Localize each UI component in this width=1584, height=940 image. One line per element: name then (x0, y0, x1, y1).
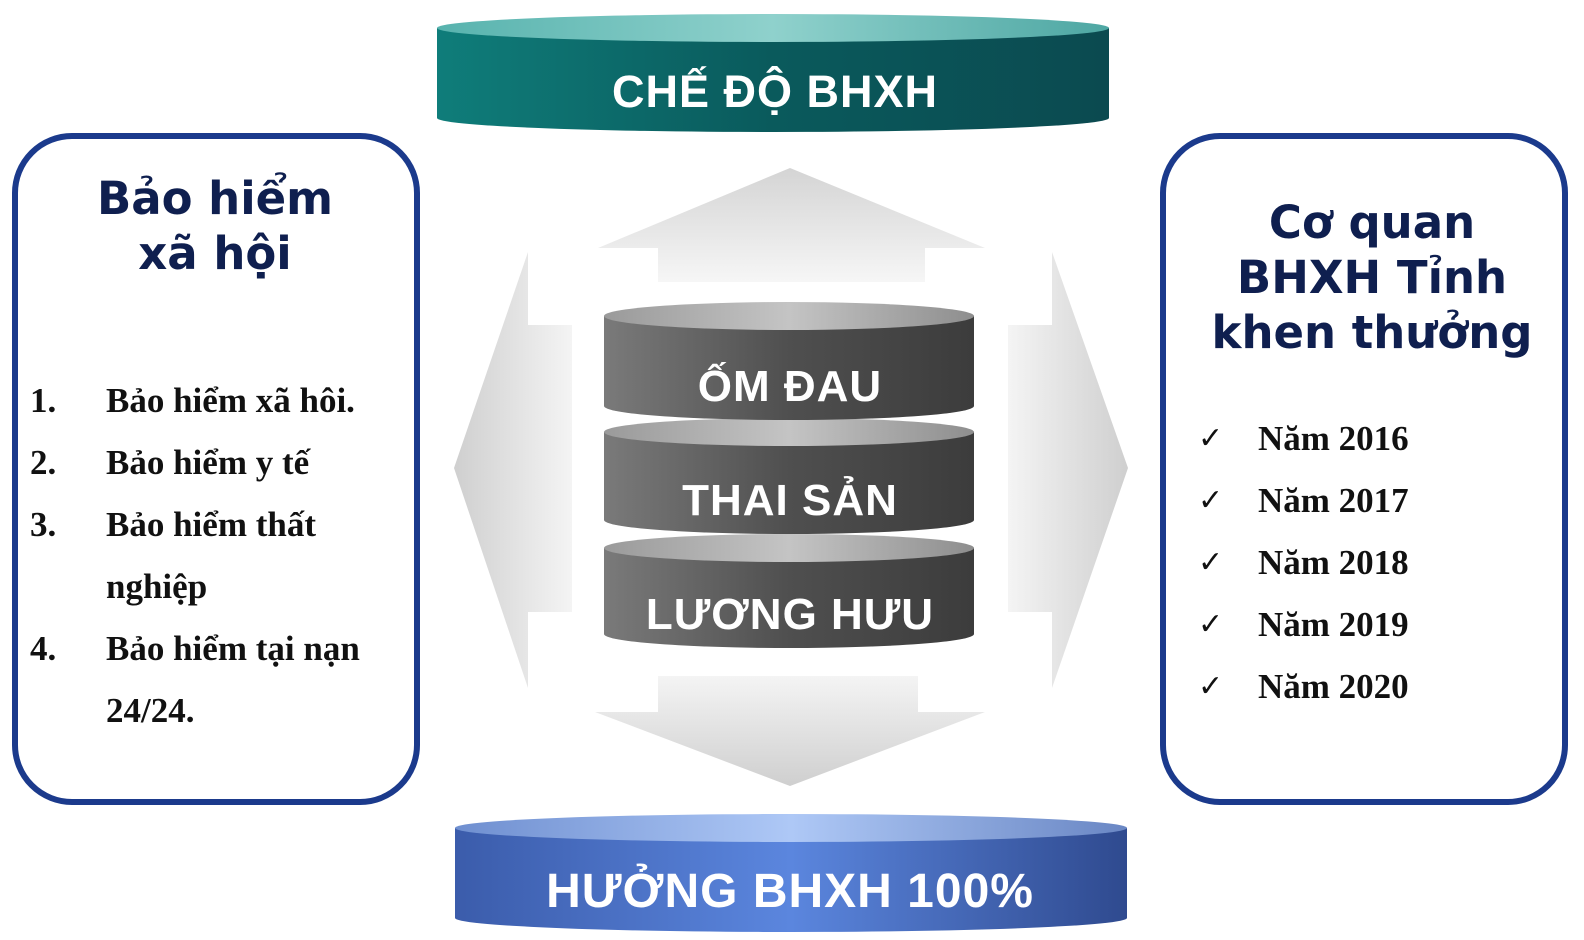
top-cylinder-label: CHẾ ĐỘ BHXH (611, 66, 939, 117)
right-title-line: Cơ quan (1268, 196, 1476, 249)
stack-label-thai-san: THAI SẢN (682, 476, 898, 525)
top-cylinder (437, 14, 1109, 132)
arrow-up-icon (598, 168, 985, 282)
list-item-text: Bảo hiểm thất nghiệp (106, 505, 316, 606)
left-panel (12, 133, 420, 805)
arrow-down-icon (595, 676, 985, 786)
left-title-line: xã hội (138, 226, 292, 280)
list-item-text: Năm 2017 (1258, 481, 1409, 520)
check-mark-icon: ✓ (1198, 607, 1224, 642)
left-panel-title: Bảo hiểm xã hội (0, 172, 430, 282)
right-panel-title: Cơ quan BHXH Tỉnh khen thưởng (1160, 196, 1584, 361)
right-panel-list: ✓ Năm 2016 ✓ Năm 2017 ✓ Năm 2018 ✓ Năm 2… (1198, 408, 1568, 718)
list-item-text: Năm 2019 (1258, 605, 1409, 644)
list-item-text: Năm 2018 (1258, 543, 1409, 582)
list-item-text: Năm 2020 (1258, 667, 1409, 706)
check-mark-icon: ✓ (1198, 483, 1224, 518)
check-mark-icon: ✓ (1198, 669, 1224, 704)
list-item: ✓ Năm 2019 (1198, 594, 1568, 656)
list-item-text: Bảo hiểm xã hôi. (106, 381, 355, 420)
list-item-number: 3. (30, 505, 57, 544)
stack-label-om-dau: ỐM ĐAU (697, 362, 883, 411)
bottom-cylinder (455, 814, 1127, 932)
right-title-line: khen thưởng (1211, 305, 1533, 359)
stack-label-luong-huu: LƯƠNG HƯU (645, 590, 935, 639)
stack-cylinder-2 (604, 418, 974, 534)
bottom-cylinder-label: HƯỞNG BHXH 100% (546, 865, 1034, 918)
list-item-text: Năm 2016 (1258, 419, 1409, 458)
check-mark-icon: ✓ (1198, 545, 1224, 580)
stack-cylinder-1 (604, 302, 974, 420)
check-mark-icon: ✓ (1198, 421, 1224, 456)
list-item-text: Bảo hiểm y tế (106, 443, 310, 482)
list-item: 2. Bảo hiểm y tế (30, 432, 410, 494)
list-item-number: 1. (30, 381, 57, 420)
list-item-number: 2. (30, 443, 57, 482)
list-item: 4. Bảo hiểm tại nạn 24/24. (30, 618, 410, 742)
list-item: ✓ Năm 2020 (1198, 656, 1568, 718)
arrow-left-icon (454, 252, 572, 688)
list-item: ✓ Năm 2018 (1198, 532, 1568, 594)
list-item: 3. Bảo hiểm thất nghiệp (30, 494, 410, 618)
stack-cylinder-3 (604, 534, 974, 648)
list-item: ✓ Năm 2016 (1198, 408, 1568, 470)
right-title-line: BHXH Tỉnh (1236, 250, 1508, 304)
list-item-text: Bảo hiểm tại nạn 24/24. (106, 629, 360, 730)
left-panel-list: 1. Bảo hiểm xã hôi. 2. Bảo hiểm y tế 3. … (30, 370, 410, 742)
left-title-line: Bảo hiểm (96, 172, 334, 225)
arrow-right-icon (1008, 252, 1128, 688)
right-panel (1160, 133, 1568, 805)
list-item: ✓ Năm 2017 (1198, 470, 1568, 532)
list-item: 1. Bảo hiểm xã hôi. (30, 370, 410, 432)
list-item-number: 4. (30, 629, 57, 668)
